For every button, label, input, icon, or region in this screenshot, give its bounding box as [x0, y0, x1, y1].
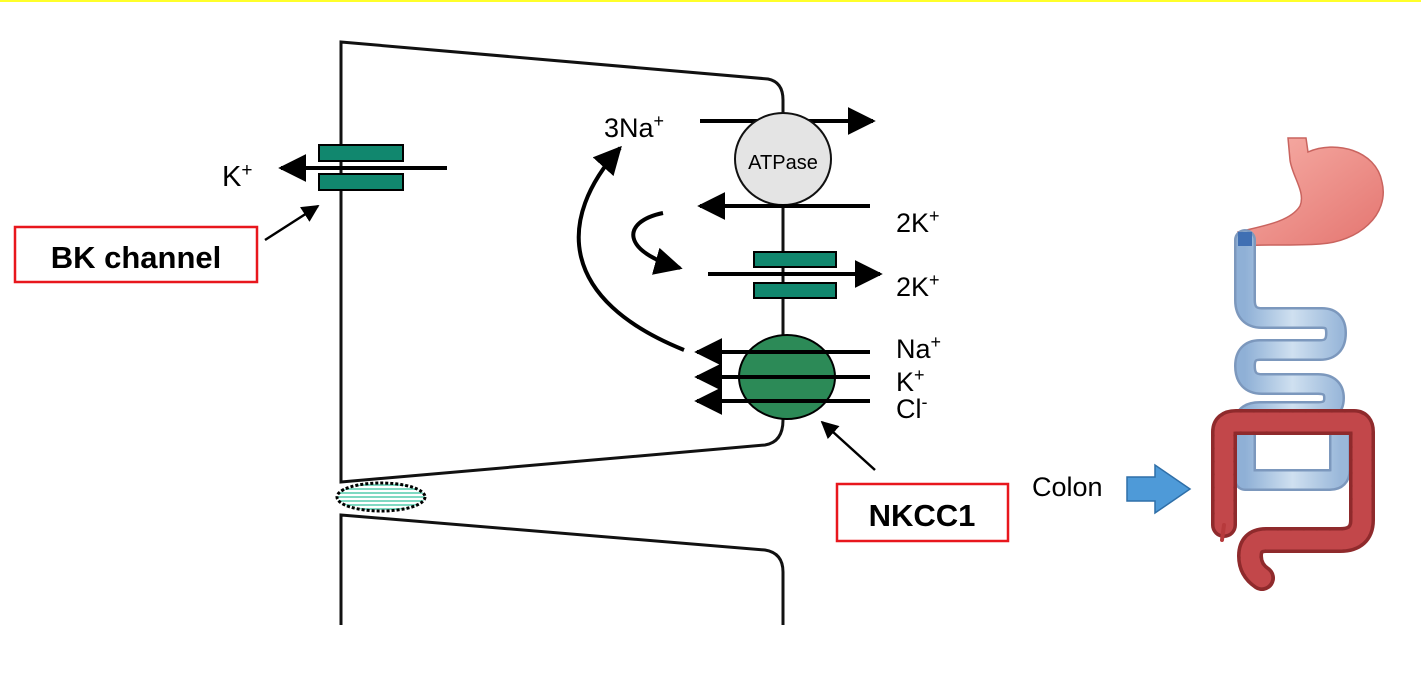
top-rule: [0, 0, 1421, 2]
k-recycle-arrow: [631, 211, 683, 275]
nkcc1-label: NKCC1: [869, 498, 976, 533]
bk-pointer-arrow: [264, 204, 320, 242]
tight-junction: [335, 481, 427, 513]
nkcc1-box: [835, 482, 1010, 543]
lower-cell-membrane: [339, 513, 785, 625]
k-channel-icon: [753, 251, 837, 299]
bk-channel-box: [13, 225, 259, 284]
bk-channel-label: BK channel: [51, 240, 222, 275]
colon-pointer-arrow-icon: [1126, 463, 1192, 515]
na-label: Na+: [896, 332, 941, 364]
k2-mid-label: 2K+: [896, 270, 940, 302]
gi-tract-illustration-icon: [1211, 137, 1384, 591]
k-label: K+: [896, 365, 925, 397]
stomach-icon: [1237, 137, 1384, 247]
colon-label: Colon: [1032, 472, 1103, 502]
bk-channel-icon: [318, 144, 404, 191]
k2-top-label: 2K+: [896, 206, 940, 238]
atpase-label: ATPase: [748, 152, 818, 174]
cl-label: Cl-: [896, 392, 928, 424]
small-intestine-icon: [1234, 229, 1351, 491]
na3-label: 3Na+: [604, 111, 664, 143]
na-recycle-arrow: [576, 145, 685, 352]
nkcc1-pointer-arrow: [820, 420, 876, 471]
cell-membrane: [339, 40, 785, 484]
k-left-label: K+: [222, 160, 252, 193]
